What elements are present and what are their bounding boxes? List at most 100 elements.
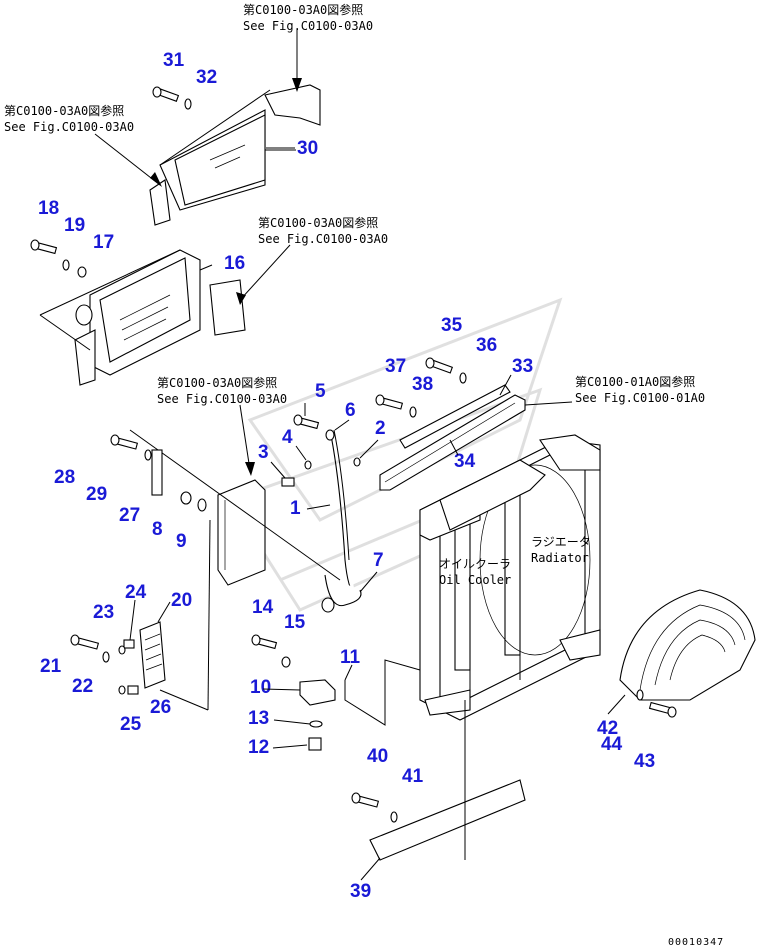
callout-38: 38 — [412, 374, 433, 395]
svg-text:Oil Cooler: Oil Cooler — [439, 573, 511, 587]
callout-33: 33 — [512, 356, 533, 377]
callout-37: 37 — [385, 356, 406, 377]
callout-31: 31 — [163, 50, 185, 71]
svg-text:See Fig.C0100-03A0: See Fig.C0100-03A0 — [243, 19, 373, 33]
seal-25 — [118, 685, 126, 695]
bracket-33 — [379, 394, 526, 491]
leader-lines — [129, 149, 626, 881]
radiator-label: ラジエータ Radiator — [531, 535, 591, 565]
callout-36: 36 — [476, 335, 497, 356]
svg-text:See Fig.C0100-01A0: See Fig.C0100-01A0 — [575, 391, 705, 405]
spacer-8 — [180, 491, 192, 505]
bolt-18 — [30, 239, 58, 255]
callout-16: 16 — [224, 253, 245, 274]
ref-fig-03A0-top: 第C0100-03A0図参照 See Fig.C0100-03A0 — [243, 2, 373, 33]
washer-36 — [459, 372, 467, 384]
plate-27 — [151, 449, 163, 496]
bolt-3 — [281, 477, 295, 487]
callout-4: 4 — [282, 427, 293, 448]
callout-44: 44 — [601, 734, 623, 755]
bolt-14 — [251, 634, 278, 650]
callout-18: 18 — [38, 198, 59, 219]
svg-text:オイルクーラ: オイルクーラ — [439, 557, 511, 571]
plug-12 — [308, 737, 322, 751]
bolt-21 — [70, 634, 100, 650]
callout-22: 22 — [72, 676, 93, 697]
callout-numbers: 1 2 3 4 5 6 7 8 9 10 11 12 13 14 15 16 1… — [38, 50, 655, 902]
callout-27: 27 — [119, 505, 140, 526]
cooler-part-16 — [39, 249, 246, 386]
seal-13 — [309, 720, 323, 728]
svg-text:Radiator: Radiator — [531, 551, 589, 565]
svg-text:第C0100-01A0図参照: 第C0100-01A0図参照 — [575, 374, 695, 389]
callout-9: 9 — [176, 531, 187, 552]
part-4 — [304, 460, 312, 470]
ref-fig-03A0-center: 第C0100-03A0図参照 See Fig.C0100-03A0 — [157, 375, 287, 406]
fitting-26 — [127, 685, 139, 695]
svg-text:第C0100-03A0図参照: 第C0100-03A0図参照 — [157, 375, 277, 390]
callout-2: 2 — [375, 418, 386, 439]
oil-cooler-part-20 — [139, 621, 166, 689]
bracket-center — [217, 479, 266, 586]
callout-39: 39 — [350, 881, 371, 902]
washer-32 — [184, 98, 192, 110]
washer-44 — [636, 689, 644, 701]
callout-10: 10 — [250, 677, 271, 698]
callout-26: 26 — [150, 697, 171, 718]
bolt-43 — [648, 701, 677, 718]
callout-30: 30 — [297, 138, 318, 159]
washer-29 — [144, 449, 152, 461]
washer-41 — [390, 811, 398, 823]
callout-25: 25 — [120, 714, 142, 735]
bolt-37 — [375, 394, 404, 410]
drawing-code: 00010347 — [668, 937, 724, 948]
callout-43: 43 — [634, 751, 655, 772]
svg-text:第C0100-03A0図参照: 第C0100-03A0図参照 — [243, 2, 363, 17]
hose-7 — [321, 574, 362, 613]
callout-19: 19 — [64, 215, 85, 236]
callout-14: 14 — [252, 597, 274, 618]
svg-text:See Fig.C0100-03A0: See Fig.C0100-03A0 — [4, 120, 134, 134]
oil-cooler-label: オイルクーラ Oil Cooler — [439, 557, 511, 587]
ref-fig-01A0-right: 第C0100-01A0図参照 See Fig.C0100-01A0 — [575, 374, 705, 405]
svg-text:第C0100-03A0図参照: 第C0100-03A0図参照 — [4, 103, 124, 118]
callout-42: 42 — [597, 718, 618, 739]
callout-3: 3 — [258, 442, 269, 463]
callout-5: 5 — [315, 381, 326, 402]
svg-text:第C0100-03A0図参照: 第C0100-03A0図参照 — [258, 215, 378, 230]
callout-35: 35 — [441, 315, 463, 336]
washer-19 — [62, 259, 70, 271]
fan-guard-42 — [619, 589, 756, 701]
block-10 — [299, 679, 336, 706]
callout-13: 13 — [248, 708, 269, 729]
seal-23 — [118, 645, 126, 655]
washer-38 — [409, 406, 417, 418]
callout-40: 40 — [367, 746, 388, 767]
bolt-40 — [351, 792, 380, 808]
washer-22 — [102, 651, 110, 663]
callout-6: 6 — [345, 400, 356, 421]
callout-15: 15 — [284, 612, 306, 633]
svg-text:ラジエータ: ラジエータ — [531, 535, 591, 549]
bolt-28 — [110, 434, 139, 450]
washer-17 — [77, 266, 87, 278]
callout-12: 12 — [248, 737, 269, 758]
callout-29: 29 — [86, 484, 107, 505]
callout-21: 21 — [40, 656, 62, 677]
radiator-assembly — [419, 434, 601, 721]
bolt-5 — [293, 414, 320, 430]
bolt-35 — [425, 357, 454, 374]
callout-8: 8 — [152, 519, 163, 540]
callout-41: 41 — [402, 766, 424, 787]
callout-24: 24 — [125, 582, 147, 603]
svg-text:See Fig.C0100-03A0: See Fig.C0100-03A0 — [258, 232, 388, 246]
ref-fig-03A0-mid: 第C0100-03A0図参照 See Fig.C0100-03A0 — [258, 215, 388, 246]
bolt-31 — [152, 86, 180, 102]
callout-23: 23 — [93, 602, 114, 623]
callout-28: 28 — [54, 467, 75, 488]
washer-9 — [197, 498, 207, 512]
callout-34: 34 — [454, 451, 476, 472]
callout-1: 1 — [290, 498, 301, 519]
callout-11: 11 — [340, 647, 361, 668]
